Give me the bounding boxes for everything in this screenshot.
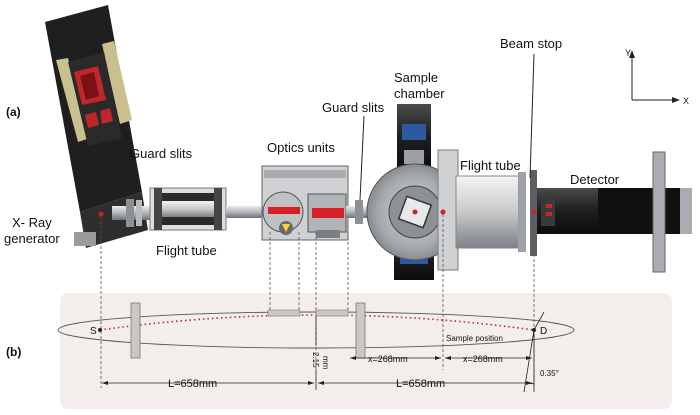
axis-y-label: Y bbox=[625, 48, 631, 58]
source-point bbox=[98, 328, 102, 332]
source-label: S bbox=[90, 326, 97, 337]
label-guard-slits-right: Guard slits bbox=[322, 100, 385, 115]
optics-units bbox=[261, 165, 349, 241]
x-right-label: x=268mm bbox=[463, 354, 503, 364]
label-beam-stop: Beam stop bbox=[500, 36, 562, 51]
slit-bar-right bbox=[355, 302, 366, 359]
detector bbox=[537, 151, 692, 273]
l-arrow-3 bbox=[318, 381, 324, 385]
l-arrow-2 bbox=[308, 381, 314, 385]
axes-indicator: Y X bbox=[625, 48, 689, 106]
axis-x-label: X bbox=[683, 96, 689, 106]
optics-block-left bbox=[267, 309, 301, 317]
l-arrow-1 bbox=[102, 381, 108, 385]
x-arrow-3 bbox=[445, 356, 451, 360]
leader-lines bbox=[359, 53, 535, 201]
angle-indicator bbox=[523, 311, 545, 393]
height-value: 2.15 bbox=[311, 352, 320, 368]
l-left-label: L=658mm bbox=[168, 378, 217, 390]
label-flight-tube-left: Flight tube bbox=[156, 243, 217, 258]
flight-tube-left bbox=[149, 187, 264, 231]
sample-position-label: Sample position bbox=[446, 334, 503, 343]
beam-stop bbox=[530, 170, 537, 256]
label-flight-tube-right: Flight tube bbox=[460, 158, 521, 173]
l-right-label: L=658mm bbox=[396, 378, 445, 390]
label-optics-units: Optics units bbox=[267, 140, 335, 155]
angle-label: 0.35° bbox=[540, 369, 559, 378]
x-arrow-4 bbox=[526, 356, 532, 360]
slit-bar-left bbox=[130, 302, 141, 359]
flight-tube-right bbox=[437, 149, 526, 271]
panel-label-b: (b) bbox=[6, 345, 21, 359]
l-dimension-lines bbox=[102, 370, 532, 390]
label-sample-chamber-1: Sample bbox=[394, 70, 438, 85]
label-detector: Detector bbox=[570, 172, 620, 187]
panel-label-a: (a) bbox=[6, 105, 21, 119]
label-xray-generator-1: X- Ray bbox=[12, 215, 52, 230]
x-left-label: x=268mm bbox=[368, 354, 408, 364]
detector-label: D bbox=[540, 326, 547, 337]
x-arrow-2 bbox=[435, 356, 441, 360]
projection-lines bbox=[100, 214, 535, 388]
height-unit: mm bbox=[321, 356, 330, 370]
label-xray-generator-2: generator bbox=[4, 231, 60, 246]
guard-slits-left-assembly bbox=[112, 199, 152, 227]
optics-block-right bbox=[315, 309, 349, 317]
label-guard-slits-left: Guard slits bbox=[130, 146, 193, 161]
x-arrow-1 bbox=[350, 356, 356, 360]
label-sample-chamber-2: chamber bbox=[394, 86, 445, 101]
schematic-panel bbox=[60, 293, 672, 409]
